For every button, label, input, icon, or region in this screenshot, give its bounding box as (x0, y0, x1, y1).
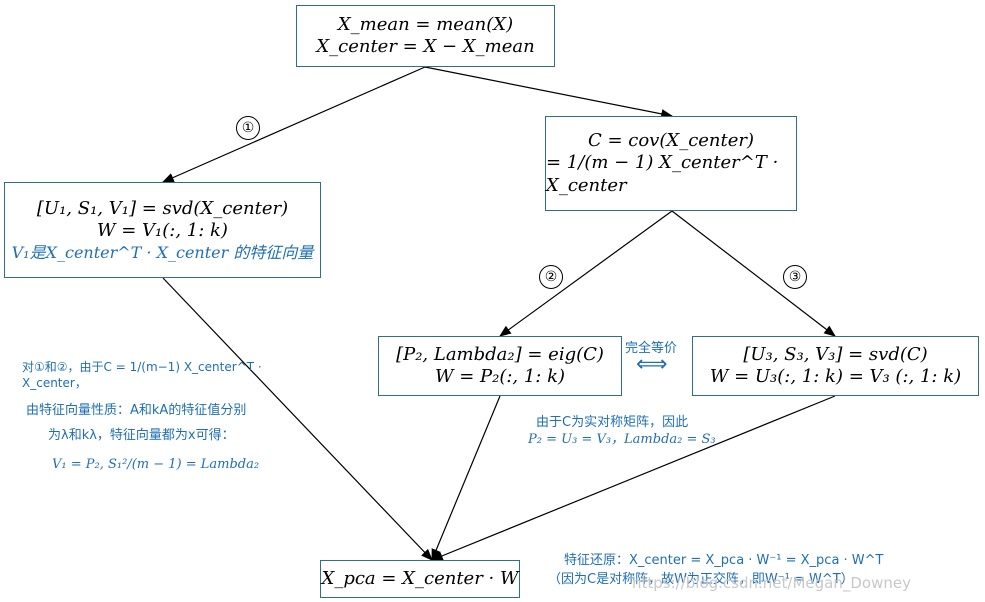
box-covariance: C = cov(X_center) = 1/(m − 1) X_center^T… (545, 116, 797, 211)
edge-svd1-to-pca (162, 277, 433, 561)
box-eig: [P₂, Lambda₂] = eig(C) W = P₂(:, 1: k) (378, 336, 622, 396)
box-svd3-line1: [U₃, S₃, V₃] = svd(C) (743, 343, 928, 365)
equivalence-label: 完全等价 (625, 341, 678, 356)
note-mid-l2: P₂ = U₃ = V₃，Lambda₂ = S₃ (528, 431, 716, 447)
note-left-l2: 由特征向量性质：A和kA的特征值分别 (26, 403, 247, 419)
note-middle: 由于C为实对称矩阵，因此 P₂ = U₃ = V₃，Lambda₂ = S₃ (528, 415, 778, 449)
watermark: https://blog.csdn.net/Megan_Downey (632, 574, 911, 592)
box-eig-line2: W = P₂(:, 1: k) (434, 366, 566, 387)
box-cov-line1: C = cov(X_center) (587, 129, 755, 151)
box-pca-line1: X_pca = X_center · W (321, 567, 519, 589)
note-bottom-l2: （因为C是对称阵，故W为正交阵，即W⁻¹ = W^T） (548, 571, 854, 587)
edge-cov-to-svd3 (671, 210, 836, 337)
note-left-l4: V₁ = P₂, S₁²/(m − 1) = Lambda₂ (52, 456, 260, 472)
box-top-line2: X_center = X − X_mean (316, 36, 535, 57)
note-left: 对①和②，由于C = 1/(m−1) X_center^T · X_center… (22, 360, 322, 474)
edge-svd3-to-pca (430, 395, 836, 561)
edge-top-to-svd1 (161, 66, 426, 183)
edge-eig-to-pca (431, 395, 501, 562)
box-svd1-line3: V₁是X_center^T · X_center 的特征向量 (11, 242, 314, 262)
box-center-data: X_mean = mean(X) X_center = X − X_mean (296, 5, 555, 67)
box-svd1-line1: [U₁, S₁, V₁] = svd(X_center) (36, 197, 289, 219)
box-cov-line2: = 1/(m − 1) X_center^T · X_center (546, 152, 779, 196)
step-marker-3: ③ (783, 265, 807, 289)
edge-top-to-cov (424, 66, 674, 119)
box-svd-xcenter: [U₁, S₁, V₁] = svd(X_center) W = V₁(:, 1… (4, 182, 321, 278)
box-top-line1: X_mean = mean(X) (337, 13, 514, 35)
step-marker-1: ① (236, 116, 260, 140)
note-left-l3: 为λ和kλ，特征向量都为x可得： (48, 428, 235, 444)
box-svd3-line2: W = U₃(:, 1: k) = V₃ (:, 1: k) (709, 366, 962, 387)
box-pca-result: X_pca = X_center · W (320, 560, 520, 598)
note-bottom: 特征还原：X_center = X_pca · W⁻¹ = X_pca · W^… (548, 553, 980, 589)
box-eig-line1: [P₂, Lambda₂] = eig(C) (396, 343, 604, 365)
edge-cov-to-eig (499, 210, 673, 337)
box-svd1-line2: W = V₁(:, 1: k) (97, 220, 228, 241)
step-marker-2: ② (539, 265, 563, 289)
note-bottom-l1: 特征还原：X_center = X_pca · W⁻¹ = X_pca · W^… (564, 553, 884, 568)
box-svd-c: [U₃, S₃, V₃] = svd(C) W = U₃(:, 1: k) = … (692, 336, 979, 396)
note-left-l1: 对①和②，由于C = 1/(m−1) X_center^T · X_center… (22, 360, 262, 390)
note-mid-l1: 由于C为实对称矩阵，因此 (536, 415, 689, 430)
double-arrow-icon: ⟺ (636, 352, 668, 377)
